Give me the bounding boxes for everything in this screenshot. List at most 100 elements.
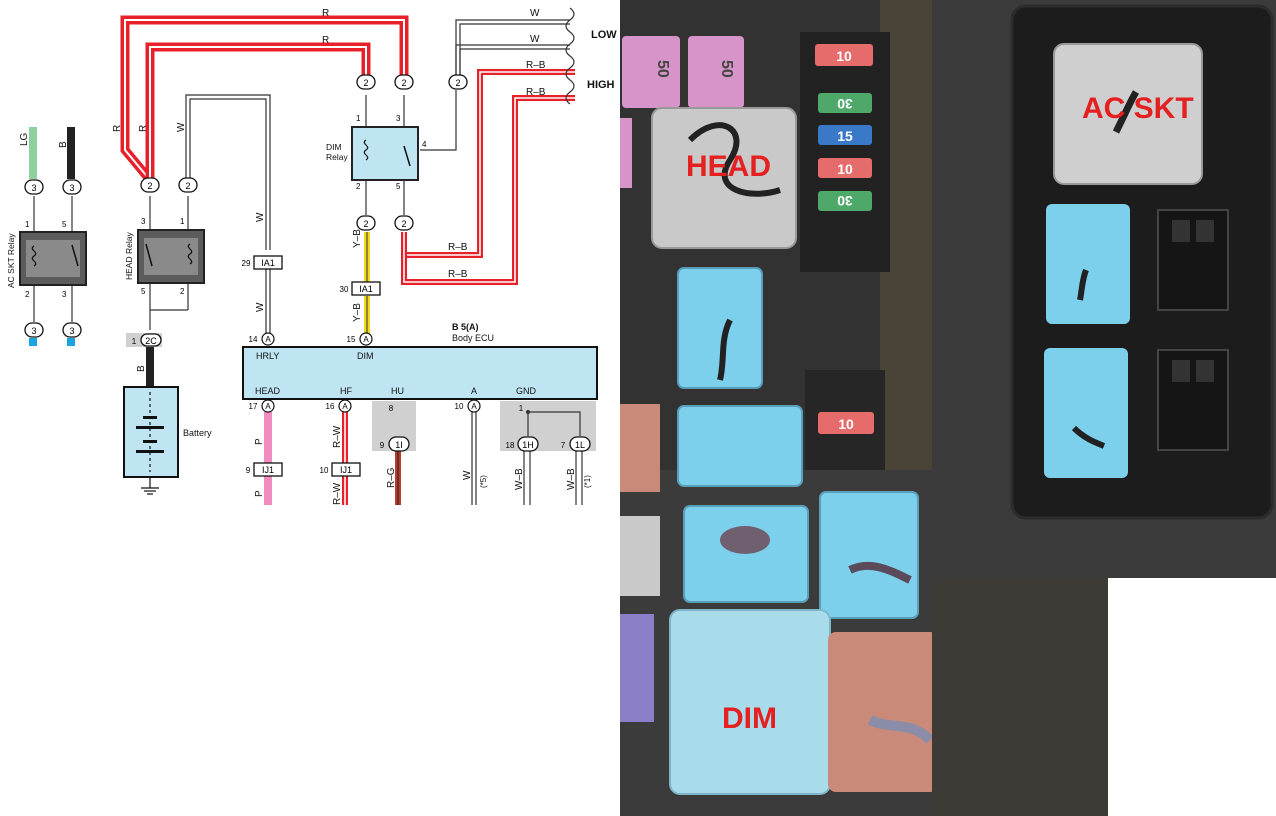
wire-label-r-left2: R [138, 125, 149, 132]
svg-text:9: 9 [246, 466, 251, 475]
wire-label-lg: LG [19, 132, 30, 146]
photo-label-head: HEAD [686, 150, 771, 183]
conn-head-2: 2 [178, 177, 198, 193]
ecu-name: Body ECU [452, 333, 494, 343]
pin-num: 2 [180, 287, 185, 296]
svg-text:10: 10 [455, 402, 464, 411]
conn-ij1-9: IJ1 9 [246, 462, 283, 477]
ecu-bottom-pads: 1I 1H 1L 8 9 1 18 7 [372, 401, 596, 452]
conn-head-1: 2 [140, 177, 160, 193]
fuse-2: 50 [718, 60, 735, 78]
pin-num: 3 [141, 217, 146, 226]
ac-skt-relay: AC SKT Relay 1 5 2 3 [6, 220, 87, 299]
wiring-diagram: LG B R R R R W W W R–B R–B R–B R–B W W Y… [6, 7, 617, 505]
wire-label-w-top2: W [530, 34, 540, 45]
svg-text:30: 30 [837, 96, 853, 112]
ecu-pin-gnd: GND [516, 386, 537, 396]
ecu-pin-a: A [471, 386, 477, 396]
wire-label-rb-bot2: R–B [448, 269, 468, 280]
ecu-pin-hu: HU [391, 386, 404, 396]
white-wires [185, 19, 583, 505]
ecu-pin-head: HEAD [255, 386, 281, 396]
conn-dim-top-3: 2 [448, 74, 468, 90]
wire-label-w-a: W [462, 470, 473, 480]
wire-label-wb1: W–B [514, 468, 525, 490]
wire-label-w-mid1: W [255, 212, 266, 222]
wire-label-r-left1: R [112, 125, 123, 132]
wire-label-b-bat: B [136, 365, 147, 372]
dim-relay-label-2: Relay [326, 152, 348, 162]
svg-text:1H: 1H [522, 440, 534, 450]
svg-text:IA1: IA1 [261, 258, 275, 268]
pin-num: 8 [389, 404, 394, 413]
svg-text:3: 3 [31, 326, 36, 336]
pin-num: 5 [62, 220, 67, 229]
ac-skt-relay-label: AC SKT Relay [6, 233, 16, 288]
pin-num: 1 [180, 217, 185, 226]
dim-relay: DIM Relay 1 3 4 2 5 [326, 114, 427, 191]
red-wires [120, 15, 575, 505]
colored-wires [29, 95, 405, 505]
svg-text:30: 30 [837, 193, 853, 209]
harness-break: LOW HIGH [565, 7, 617, 105]
ecu-pin-dim: DIM [357, 351, 374, 361]
pin-num: 3 [396, 114, 401, 123]
conn-1i: 1I [388, 436, 410, 452]
pin-num: 9 [380, 441, 385, 450]
label-low: LOW [591, 29, 617, 41]
svg-text:10: 10 [836, 48, 852, 64]
wire-label-p2: P [254, 490, 265, 497]
svg-text:A: A [342, 402, 348, 411]
wire-label-r-top1: R [322, 8, 329, 19]
photo-label-ac-skt: AC SKT [1082, 92, 1194, 125]
wire-label-rg: R–G [386, 467, 397, 488]
svg-text:17: 17 [249, 402, 258, 411]
svg-text:A: A [471, 402, 477, 411]
battery: Battery [123, 386, 212, 495]
svg-text:IJ1: IJ1 [262, 465, 274, 475]
svg-text:A: A [265, 402, 271, 411]
conn-dim-bot-1: 2 [356, 215, 376, 231]
dim-relay-label-1: DIM [326, 142, 342, 152]
conn-1h: 1H [517, 436, 539, 452]
wire-label-rb-top1: R–B [526, 60, 546, 71]
wire-label-yb1: Y–B [352, 229, 363, 248]
wire-label-rw2: R–W [332, 482, 343, 505]
svg-text:2: 2 [455, 78, 460, 88]
wire-label-r-top2: R [322, 35, 329, 46]
ecu-terminal-14: A 14 [249, 332, 275, 346]
svg-text:14: 14 [249, 335, 258, 344]
pin-num: 3 [62, 290, 67, 299]
conn-dim-top-2: 2 [394, 74, 414, 90]
svg-text:2C: 2C [145, 336, 157, 346]
head-relay: HEAD Relay 3 1 5 2 [124, 217, 205, 296]
wire-label-rb-bot1: R–B [448, 242, 468, 253]
wire-label-yb2: Y–B [352, 303, 363, 322]
svg-text:IA1: IA1 [359, 284, 373, 294]
svg-text:IJ1: IJ1 [340, 465, 352, 475]
svg-text:A: A [265, 335, 271, 344]
body-ecu: B 5(A) Body ECU HRLY DIM HEAD HF HU A GN… [242, 322, 598, 413]
wire-label-w-left: W [176, 122, 187, 132]
pin-num: 1 [25, 220, 30, 229]
ecu-terminal-15: A15 [347, 332, 373, 346]
wire-label-p1: P [254, 438, 265, 445]
svg-text:1: 1 [132, 337, 137, 346]
svg-text:15: 15 [837, 128, 853, 144]
svg-text:2: 2 [401, 219, 406, 229]
pin-num: 2 [356, 182, 361, 191]
oval-connectors: 3 3 3 3 2 2 2 2 2 2 2 [24, 74, 468, 338]
pin-num: 5 [396, 182, 401, 191]
pin-num: 1 [356, 114, 361, 123]
svg-text:16: 16 [326, 402, 335, 411]
ecu-terminal-10: A 10 [455, 399, 481, 413]
wire-label-w-top1: W [530, 8, 540, 19]
wire-label-rw1: R–W [332, 425, 343, 448]
fuse-box-photo: 50 50 10 30 15 10 30 10 10 HEAD DIM [620, 0, 1276, 816]
svg-text:2: 2 [147, 181, 152, 191]
